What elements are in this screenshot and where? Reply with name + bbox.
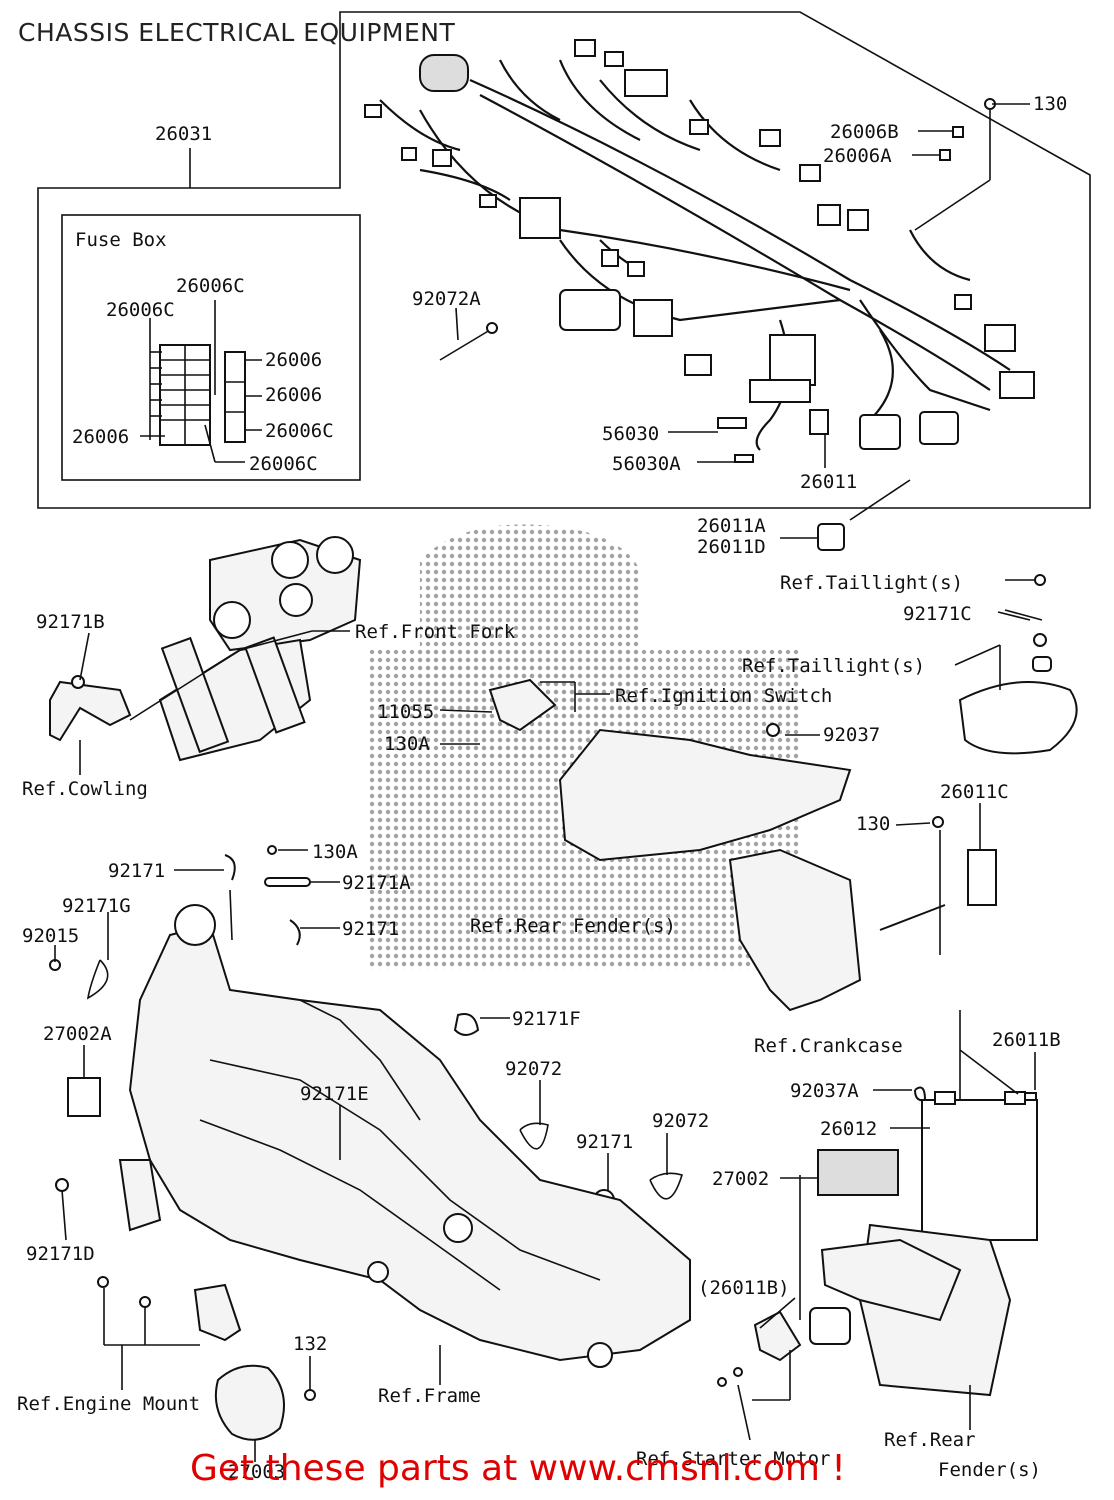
label-130a: 130A bbox=[312, 841, 358, 863]
horn bbox=[193, 1283, 285, 1441]
fuse-label: 26006 bbox=[265, 384, 322, 406]
label-92171c: 92171C bbox=[903, 603, 972, 625]
label-26006a: 26006A bbox=[823, 145, 892, 167]
label-26006b: 26006B bbox=[830, 121, 899, 143]
label-92171: 92171 bbox=[576, 1131, 633, 1153]
battery-assembly bbox=[753, 1091, 1038, 1397]
label-27002a: 27002A bbox=[43, 1023, 112, 1045]
label-11055: 11055 bbox=[377, 701, 434, 723]
label-ref-starter-motor: Ref.Starter Motor bbox=[636, 1448, 830, 1470]
label-27002: 27002 bbox=[712, 1168, 769, 1190]
harness-boundary bbox=[37, 11, 1091, 509]
leader-lines bbox=[54, 103, 1036, 1462]
label-26011a: 26011A bbox=[697, 515, 766, 537]
label-92171g: 92171G bbox=[62, 895, 131, 917]
label-92037a: 92037A bbox=[790, 1080, 859, 1102]
label-26011c: 26011C bbox=[940, 781, 1009, 803]
label-130: 130 bbox=[1033, 93, 1067, 115]
fuse-label: 26006C bbox=[176, 275, 245, 297]
label-ref-rear-fender: Ref.Rear Fender(s) bbox=[470, 915, 676, 937]
label-ref-taillight: Ref.Taillight(s) bbox=[780, 572, 963, 594]
label-92037: 92037 bbox=[823, 724, 880, 746]
label-92171e: 92171E bbox=[300, 1083, 369, 1105]
label-130: 130 bbox=[856, 813, 890, 835]
label-92171f: 92171F bbox=[512, 1008, 581, 1030]
label-130a: 130A bbox=[384, 733, 430, 755]
label-26012: 26012 bbox=[820, 1118, 877, 1140]
main-frame bbox=[118, 904, 691, 1368]
fuse-blocks bbox=[140, 300, 262, 463]
label-92072a: 92072A bbox=[412, 288, 481, 310]
label-92171d: 92171D bbox=[26, 1243, 95, 1265]
part-labels: 26031 130 26006B 26006A 92072A 56030 560… bbox=[17, 93, 1067, 1483]
label-ref-cowling: Ref.Cowling bbox=[22, 778, 148, 800]
label-132: 132 bbox=[293, 1333, 327, 1355]
fuse-box-heading: Fuse Box bbox=[75, 229, 167, 251]
label-ref-frame: Ref.Frame bbox=[378, 1385, 481, 1407]
label-ref-taillight: Ref.Taillight(s) bbox=[742, 655, 925, 677]
label-92072: 92072 bbox=[652, 1110, 709, 1132]
diagram-title: CHASSIS ELECTRICAL EQUIPMENT bbox=[18, 18, 456, 47]
cowling-bracket bbox=[49, 675, 132, 742]
fuse-label: 26006C bbox=[106, 299, 175, 321]
label-ref-crankcase: Ref.Crankcase bbox=[754, 1035, 903, 1057]
front-fork bbox=[158, 536, 362, 762]
label-56030a: 56030A bbox=[612, 453, 681, 475]
label-26031: 26031 bbox=[155, 123, 212, 145]
label-27003: 27003 bbox=[228, 1461, 285, 1483]
label-fender: Fender(s) bbox=[938, 1459, 1041, 1481]
fuse-box-inset: Fuse Box 26006C 26006C 26006 26006 26006… bbox=[61, 214, 361, 481]
fuse-label: 26006C bbox=[249, 453, 318, 475]
label-26011d: 26011D bbox=[697, 536, 766, 558]
footer-link-text[interactable]: Get these parts at www.cmsnl.com ! bbox=[190, 1448, 846, 1489]
fuse-label: 26006 bbox=[265, 349, 322, 371]
fuse-label: 26006C bbox=[265, 420, 334, 442]
label-ref-rear: Ref.Rear bbox=[884, 1429, 976, 1451]
label-92015: 92015 bbox=[22, 925, 79, 947]
label-ref-engine-mount: Ref.Engine Mount bbox=[17, 1393, 200, 1415]
label-26011: 26011 bbox=[800, 471, 857, 493]
label-92171: 92171 bbox=[108, 860, 165, 882]
label-92072: 92072 bbox=[505, 1058, 562, 1080]
label-26011b: 26011B bbox=[992, 1029, 1061, 1051]
label-26011b-paren: (26011B) bbox=[698, 1277, 790, 1299]
label-ref-ignition-switch: Ref.Ignition Switch bbox=[615, 685, 832, 707]
label-92171a: 92171A bbox=[342, 872, 411, 894]
label-ref-front-fork: Ref.Front Fork bbox=[355, 621, 516, 643]
label-92171: 92171 bbox=[342, 918, 399, 940]
fuse-label: 26006 bbox=[72, 426, 129, 448]
label-56030: 56030 bbox=[602, 423, 659, 445]
label-92171b: 92171B bbox=[36, 611, 105, 633]
main-wiring-harness bbox=[364, 39, 1035, 451]
rear-fender bbox=[488, 678, 862, 1012]
